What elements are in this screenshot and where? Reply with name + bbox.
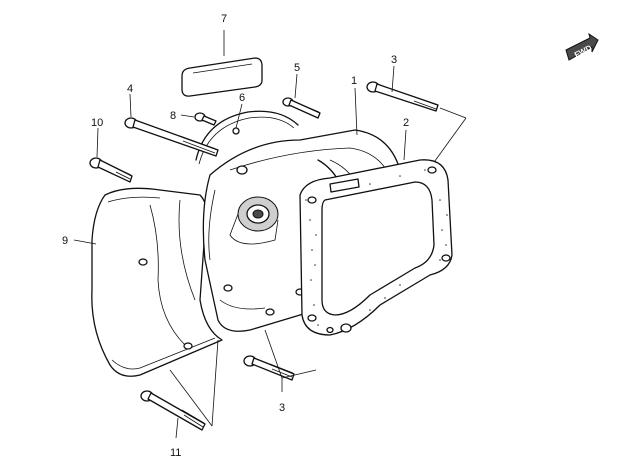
- callout-10: 10: [91, 117, 103, 129]
- part-4-bolt: [124, 117, 219, 157]
- leader-11-b: [211, 339, 219, 427]
- part-5-bolt: [282, 97, 321, 119]
- callout-3-top: 3: [391, 54, 397, 66]
- gasket-texture: [305, 169, 448, 326]
- leader-9: [73, 239, 97, 245]
- leader-2: [403, 129, 407, 161]
- callout-11: 11: [170, 447, 181, 459]
- leader-8: [180, 114, 195, 118]
- callout-9: 9: [62, 235, 68, 247]
- part-10-bolt: [89, 157, 133, 183]
- leader-3-lower-b: [281, 369, 317, 379]
- callout-3-lower: 3: [279, 402, 285, 414]
- fwd-arrow-icon: FWD: [565, 32, 599, 61]
- callout-8: 8: [170, 110, 176, 122]
- leader-1: [354, 87, 358, 136]
- part-3-bolt-lower: [243, 355, 295, 381]
- callout-4: 4: [127, 83, 133, 95]
- leader-11-a: [169, 369, 213, 427]
- leader-4: [129, 93, 132, 118]
- part-8-screw: [194, 112, 217, 126]
- leader-3-top-b: [431, 117, 467, 166]
- part-11-bolt: [140, 390, 206, 431]
- leader-11: [175, 417, 179, 439]
- part-6-seal: [195, 110, 299, 165]
- leader-3-top: [391, 65, 395, 93]
- callout-6: 6: [239, 92, 245, 104]
- part-3-bolt-top: [366, 81, 439, 112]
- leader-3-top-a: [439, 107, 467, 119]
- callout-5: 5: [294, 62, 300, 74]
- part-9-cover: [91, 187, 223, 377]
- callout-7: 7: [221, 13, 227, 25]
- part-7-window: [181, 57, 263, 97]
- leader-6: [235, 103, 243, 129]
- callout-2: 2: [403, 117, 409, 129]
- leader-3-lower-a: [264, 329, 283, 379]
- callout-1: 1: [351, 75, 357, 87]
- leader-5: [294, 73, 298, 99]
- leader-10: [96, 127, 99, 158]
- part-2-gasket: [299, 159, 453, 336]
